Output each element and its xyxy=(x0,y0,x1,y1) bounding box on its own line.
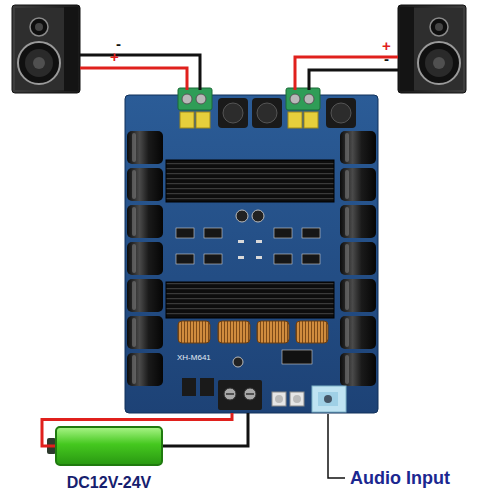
ic-chip xyxy=(282,350,312,364)
diode xyxy=(200,378,214,396)
circuit-board xyxy=(125,95,378,413)
label-holder: + xyxy=(110,48,119,65)
electrolytic-capacitor xyxy=(127,279,163,312)
power-terminal xyxy=(218,380,262,410)
smd-resistor xyxy=(256,256,262,259)
trimmer-knob xyxy=(293,395,301,403)
electrolytic-capacitor xyxy=(340,353,376,386)
terminal-screw xyxy=(182,94,192,104)
electrolytic-capacitor xyxy=(127,353,163,386)
diode xyxy=(182,378,196,396)
smd-resistor xyxy=(256,240,262,243)
heatsink xyxy=(166,160,334,202)
film-capacitor xyxy=(304,112,318,128)
electrolytic-capacitor xyxy=(127,168,163,201)
electrolytic-capacitor xyxy=(127,316,163,349)
screw-slot xyxy=(246,393,254,395)
battery: DC12V-24V xyxy=(55,426,163,466)
electrolytic-capacitor xyxy=(127,205,163,238)
small-capacitor xyxy=(236,210,248,222)
toroidal-coil xyxy=(257,321,289,343)
terminal-screw xyxy=(290,94,300,104)
screw-slot xyxy=(226,393,234,395)
leader-line xyxy=(328,414,345,478)
audio-jack-face xyxy=(318,392,338,406)
toroidal-coil xyxy=(296,321,328,343)
film-capacitor xyxy=(288,112,302,128)
smd-chip xyxy=(302,228,320,238)
smd-chip xyxy=(302,254,320,264)
small-capacitor xyxy=(252,210,264,222)
audio-jack xyxy=(312,386,346,412)
film-capacitor xyxy=(196,112,210,128)
amplifier-board: XH-M641 xyxy=(125,95,378,413)
speaker-wire xyxy=(80,55,200,90)
toroidal-coil xyxy=(178,321,210,343)
electrolytic-capacitor xyxy=(340,279,376,312)
smd-chip xyxy=(204,228,222,238)
speaker-wire xyxy=(80,68,187,90)
terminal-screw xyxy=(224,388,236,400)
speaker-terminal xyxy=(178,88,212,110)
input-label: Audio Input xyxy=(350,468,450,488)
electrolytic-capacitor xyxy=(340,242,376,275)
smd-resistor xyxy=(238,256,244,259)
film-capacitor xyxy=(180,112,194,128)
label-holder: Audio Input xyxy=(350,468,450,488)
terminal-screw xyxy=(244,388,256,400)
inductor xyxy=(326,98,356,128)
electrolytic-capacitor xyxy=(127,131,163,164)
electrolytic-capacitor xyxy=(340,131,376,164)
left-speaker xyxy=(12,5,80,93)
smd-chip xyxy=(274,254,292,264)
terminal-screw xyxy=(304,94,314,104)
node-text: DC12V-24V xyxy=(67,474,152,492)
toroidal-coil xyxy=(218,321,250,343)
polarity-sign: + xyxy=(110,48,119,65)
inductor xyxy=(252,98,282,128)
power-wire xyxy=(163,413,248,446)
electrolytic-capacitor xyxy=(340,168,376,201)
audio-jack-hole xyxy=(324,395,332,403)
smd-chip xyxy=(176,228,194,238)
trimmer-knob xyxy=(275,395,283,403)
label-holder: - xyxy=(384,50,389,67)
smd-resistor xyxy=(238,240,244,243)
right-speaker xyxy=(398,5,466,93)
smd-chip xyxy=(176,254,194,264)
electrolytic-capacitor xyxy=(340,205,376,238)
speaker-wire xyxy=(295,57,398,90)
electrolytic-capacitor xyxy=(127,242,163,275)
speaker-wire xyxy=(309,70,398,90)
polarity-sign: - xyxy=(384,50,389,67)
electrolytic-capacitor xyxy=(340,316,376,349)
trimmer xyxy=(290,392,304,406)
speaker-terminal xyxy=(286,88,320,110)
small-capacitor xyxy=(233,357,243,367)
node-text: XH-M641 xyxy=(177,353,211,362)
smd-chip xyxy=(274,228,292,238)
smd-chip xyxy=(204,254,222,264)
terminal-screw xyxy=(196,94,206,104)
heatsink xyxy=(166,282,334,318)
trimmer xyxy=(272,392,286,406)
inductor xyxy=(218,98,248,128)
